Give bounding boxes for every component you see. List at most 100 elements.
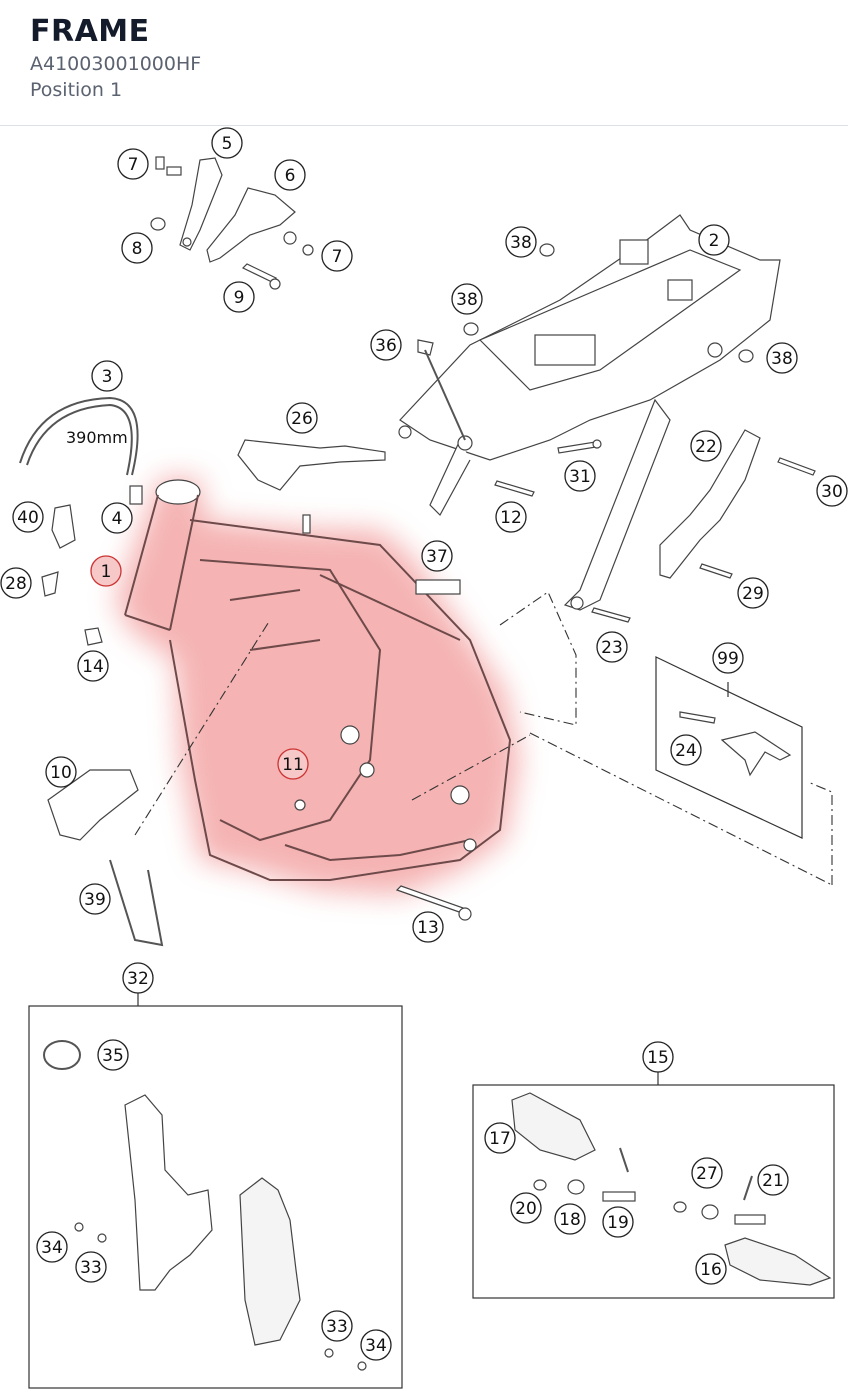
callout-4[interactable]: 4 bbox=[101, 502, 133, 534]
strap-part-39[interactable] bbox=[109, 859, 164, 947]
callout-label: 40 bbox=[17, 508, 39, 528]
bolt-part-31[interactable] bbox=[557, 439, 602, 454]
bracket-part-5[interactable] bbox=[179, 157, 223, 251]
callout-38[interactable]: 38 bbox=[451, 283, 483, 315]
callout-1[interactable]: 1 bbox=[90, 555, 122, 587]
callout-21[interactable]: 21 bbox=[757, 1164, 789, 1196]
footpeg-left-part[interactable] bbox=[511, 1092, 596, 1161]
callout-99[interactable]: 99 bbox=[712, 642, 744, 674]
bolt-part-12[interactable] bbox=[494, 480, 535, 497]
callout-circle bbox=[495, 501, 527, 533]
callout-8[interactable]: 8 bbox=[121, 232, 153, 264]
callout-38[interactable]: 38 bbox=[505, 226, 537, 258]
callout-3[interactable]: 3 bbox=[91, 360, 123, 392]
bolt-part-9[interactable] bbox=[241, 263, 281, 290]
callout-label: 34 bbox=[365, 1336, 387, 1356]
assembly-box-99 bbox=[655, 656, 803, 839]
callout-circle bbox=[690, 430, 722, 462]
callout-10[interactable]: 10 bbox=[45, 756, 77, 788]
callout-label: 16 bbox=[700, 1260, 722, 1280]
callout-30[interactable]: 30 bbox=[816, 475, 848, 507]
callout-7[interactable]: 7 bbox=[321, 240, 353, 272]
callout-label: 24 bbox=[675, 741, 697, 761]
screw-part-7[interactable] bbox=[155, 156, 314, 256]
tag-part-36[interactable] bbox=[417, 339, 466, 441]
bolt-part-23[interactable] bbox=[591, 607, 631, 623]
clip-part-14[interactable] bbox=[84, 627, 103, 646]
grommet-part-38[interactable] bbox=[463, 243, 754, 363]
callout-33[interactable]: 33 bbox=[321, 1310, 353, 1342]
callout-36[interactable]: 36 bbox=[370, 329, 402, 361]
bolt-part-13[interactable] bbox=[395, 885, 472, 921]
callout-40[interactable]: 40 bbox=[12, 501, 44, 533]
callout-37[interactable]: 37 bbox=[421, 540, 453, 572]
callout-15[interactable]: 15 bbox=[642, 1041, 674, 1073]
callout-19[interactable]: 19 bbox=[602, 1206, 634, 1238]
callout-6[interactable]: 6 bbox=[274, 159, 306, 191]
sensor-part-40[interactable] bbox=[51, 504, 76, 549]
clamp-part-4[interactable] bbox=[129, 485, 143, 505]
callout-circle bbox=[121, 232, 153, 264]
frame-guard-right-part[interactable] bbox=[239, 1177, 301, 1346]
callout-label: 99 bbox=[717, 649, 739, 669]
callout-14[interactable]: 14 bbox=[77, 650, 109, 682]
callout-28[interactable]: 28 bbox=[0, 567, 32, 599]
callout-17[interactable]: 17 bbox=[484, 1122, 516, 1154]
clip-part-28[interactable] bbox=[41, 571, 59, 597]
callout-label: 15 bbox=[647, 1048, 669, 1068]
callout-16[interactable]: 16 bbox=[695, 1253, 727, 1285]
callout-34[interactable]: 34 bbox=[360, 1329, 392, 1361]
callout-29[interactable]: 29 bbox=[737, 577, 769, 609]
callout-38[interactable]: 38 bbox=[766, 342, 798, 374]
cable-tie-part-35[interactable] bbox=[43, 1040, 81, 1070]
callout-34[interactable]: 34 bbox=[36, 1231, 68, 1263]
callout-11[interactable]: 11 bbox=[277, 748, 309, 780]
subframe-part[interactable] bbox=[398, 214, 781, 611]
label-part-37[interactable] bbox=[415, 579, 461, 595]
callout-32[interactable]: 32 bbox=[122, 962, 154, 994]
callout-2[interactable]: 2 bbox=[698, 224, 730, 256]
callout-circle bbox=[274, 159, 306, 191]
assembly-box-32 bbox=[28, 1005, 403, 1389]
bolt-part-29[interactable] bbox=[699, 563, 733, 579]
footpeg-hardware-parts[interactable] bbox=[533, 1147, 766, 1225]
seat-bracket-part-26[interactable] bbox=[237, 439, 386, 491]
callout-23[interactable]: 23 bbox=[596, 631, 628, 663]
bolt-part-30[interactable] bbox=[777, 457, 816, 476]
callout-label: 19 bbox=[607, 1213, 629, 1233]
bracket-part-22[interactable] bbox=[659, 429, 761, 579]
callout-circle bbox=[737, 577, 769, 609]
callout-label: 6 bbox=[285, 166, 296, 186]
callout-13[interactable]: 13 bbox=[412, 911, 444, 943]
callout-circle bbox=[602, 1206, 634, 1238]
frame-guard-left-part[interactable] bbox=[124, 1094, 213, 1291]
callout-20[interactable]: 20 bbox=[510, 1192, 542, 1224]
nut-part-8[interactable] bbox=[150, 217, 166, 231]
callout-27[interactable]: 27 bbox=[691, 1157, 723, 1189]
bracket-part-24[interactable] bbox=[679, 711, 792, 777]
frame-highlight[interactable] bbox=[115, 478, 520, 895]
hose-part[interactable] bbox=[19, 396, 139, 476]
callout-26[interactable]: 26 bbox=[286, 402, 318, 434]
callout-18[interactable]: 18 bbox=[554, 1203, 586, 1235]
bracket-part-6[interactable] bbox=[206, 187, 296, 263]
callout-24[interactable]: 24 bbox=[670, 734, 702, 766]
exploded-parts-diagram: 390mm bbox=[0, 127, 848, 1389]
callout-31[interactable]: 31 bbox=[564, 460, 596, 492]
callout-35[interactable]: 35 bbox=[97, 1039, 129, 1071]
callout-39[interactable]: 39 bbox=[79, 883, 111, 915]
callout-label: 18 bbox=[559, 1210, 581, 1230]
frame-part[interactable] bbox=[124, 479, 512, 881]
callout-9[interactable]: 9 bbox=[223, 281, 255, 313]
callout-12[interactable]: 12 bbox=[495, 501, 527, 533]
callout-33[interactable]: 33 bbox=[75, 1251, 107, 1283]
callout-7[interactable]: 7 bbox=[117, 148, 149, 180]
callout-22[interactable]: 22 bbox=[690, 430, 722, 462]
screw-part-33-34[interactable] bbox=[74, 1222, 367, 1371]
callout-circle bbox=[691, 1157, 723, 1189]
callout-label: 9 bbox=[234, 288, 245, 308]
callout-circle bbox=[670, 734, 702, 766]
skid-guard-part-10[interactable] bbox=[47, 769, 139, 841]
callout-5[interactable]: 5 bbox=[211, 127, 243, 159]
footpeg-right-part[interactable] bbox=[724, 1237, 832, 1286]
